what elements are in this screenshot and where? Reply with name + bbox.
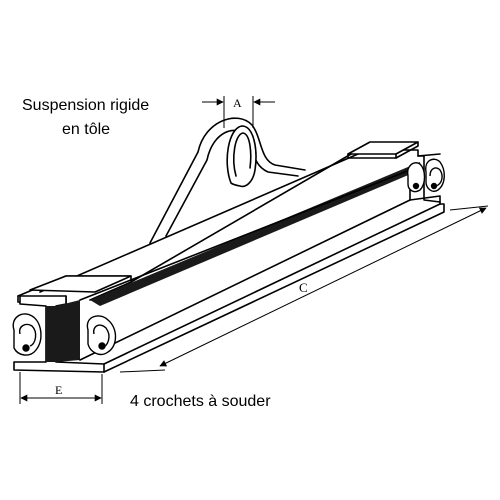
- suspension-hole: [226, 125, 257, 188]
- label-hooks: 4 crochets à souder: [130, 393, 271, 410]
- far-bottom-flange-end: [409, 195, 441, 205]
- hook-front-left: [12, 313, 42, 356]
- dim-e-label: E: [55, 383, 62, 397]
- label-suspension-line1: Suspension rigide: [22, 97, 149, 114]
- dim-c-line: [159, 207, 487, 367]
- front-web-shadow: [46, 306, 56, 362]
- hook-front-right: [86, 315, 117, 356]
- label-suspension-line2: en tôle: [62, 121, 110, 138]
- far-end-plate-side: [347, 153, 397, 159]
- dim-c-label: C: [299, 280, 308, 295]
- far-end-plate-right: [395, 141, 419, 159]
- hook-rear-left: [406, 162, 426, 193]
- suspension-hole-inner: [233, 132, 252, 177]
- front-web-side-shadow: [56, 300, 80, 362]
- top-flange-near-edge: [89, 281, 132, 301]
- dim-c-ext-near: [119, 369, 166, 373]
- near-end-plate: [29, 275, 132, 293]
- dim-a-label: A: [233, 96, 242, 110]
- hook-rear-right: [425, 158, 445, 192]
